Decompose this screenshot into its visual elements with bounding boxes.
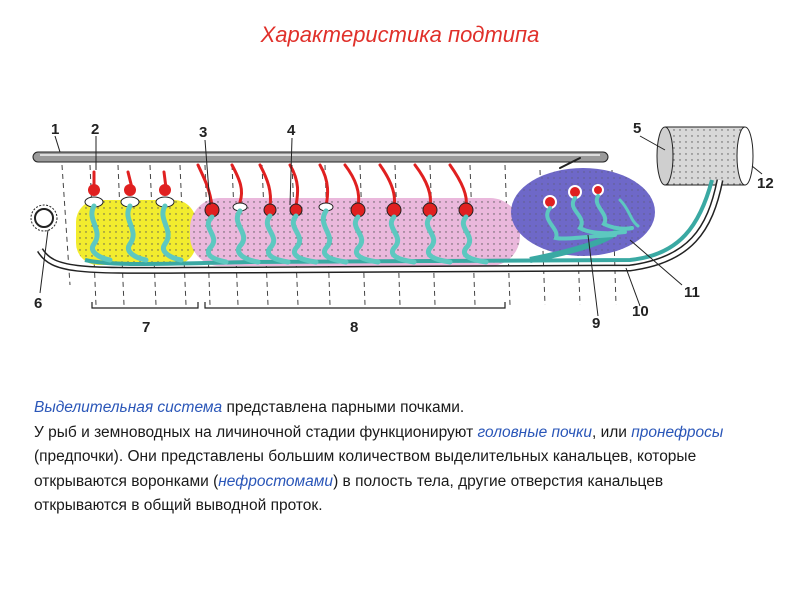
term-pronephros: пронефросы — [631, 423, 724, 441]
label-10: 10 — [632, 303, 649, 320]
label-4: 4 — [287, 122, 296, 139]
aorta — [32, 151, 609, 163]
label-11: 11 — [684, 284, 700, 301]
label-12: 12 — [757, 175, 774, 192]
page-title: Характеристика подтипа — [260, 22, 540, 47]
label-2: 2 — [91, 121, 99, 138]
tubules — [84, 157, 640, 265]
description-paragraph-1: Выделительная система представлена парны… — [34, 399, 465, 416]
term-head-kidneys: головные почки — [477, 423, 592, 441]
term-excretory-system: Выделительная система — [34, 399, 223, 416]
label-8: 8 — [350, 319, 358, 336]
description-paragraph-2: У рыб и земноводных на личиночной стадии… — [34, 423, 724, 515]
label-7: 7 — [142, 319, 150, 336]
term-nephrostomes: нефростомами — [218, 472, 334, 490]
leader-lines — [39, 135, 763, 317]
label-9: 9 — [592, 315, 600, 332]
region-brackets — [91, 302, 506, 309]
label-3: 3 — [199, 124, 207, 141]
metanephros-tubules — [543, 157, 640, 241]
label-1: 1 — [51, 121, 59, 138]
description-text: Выделительная система представлена парны… — [34, 396, 754, 519]
cloaca-cylinder — [656, 126, 754, 186]
label-6: 6 — [34, 295, 42, 312]
kidney-diagram: 1 2 3 4 5 6 7 8 9 10 11 12 — [30, 120, 774, 336]
label-5: 5 — [633, 120, 641, 137]
nephrostome-funnel — [30, 204, 58, 232]
